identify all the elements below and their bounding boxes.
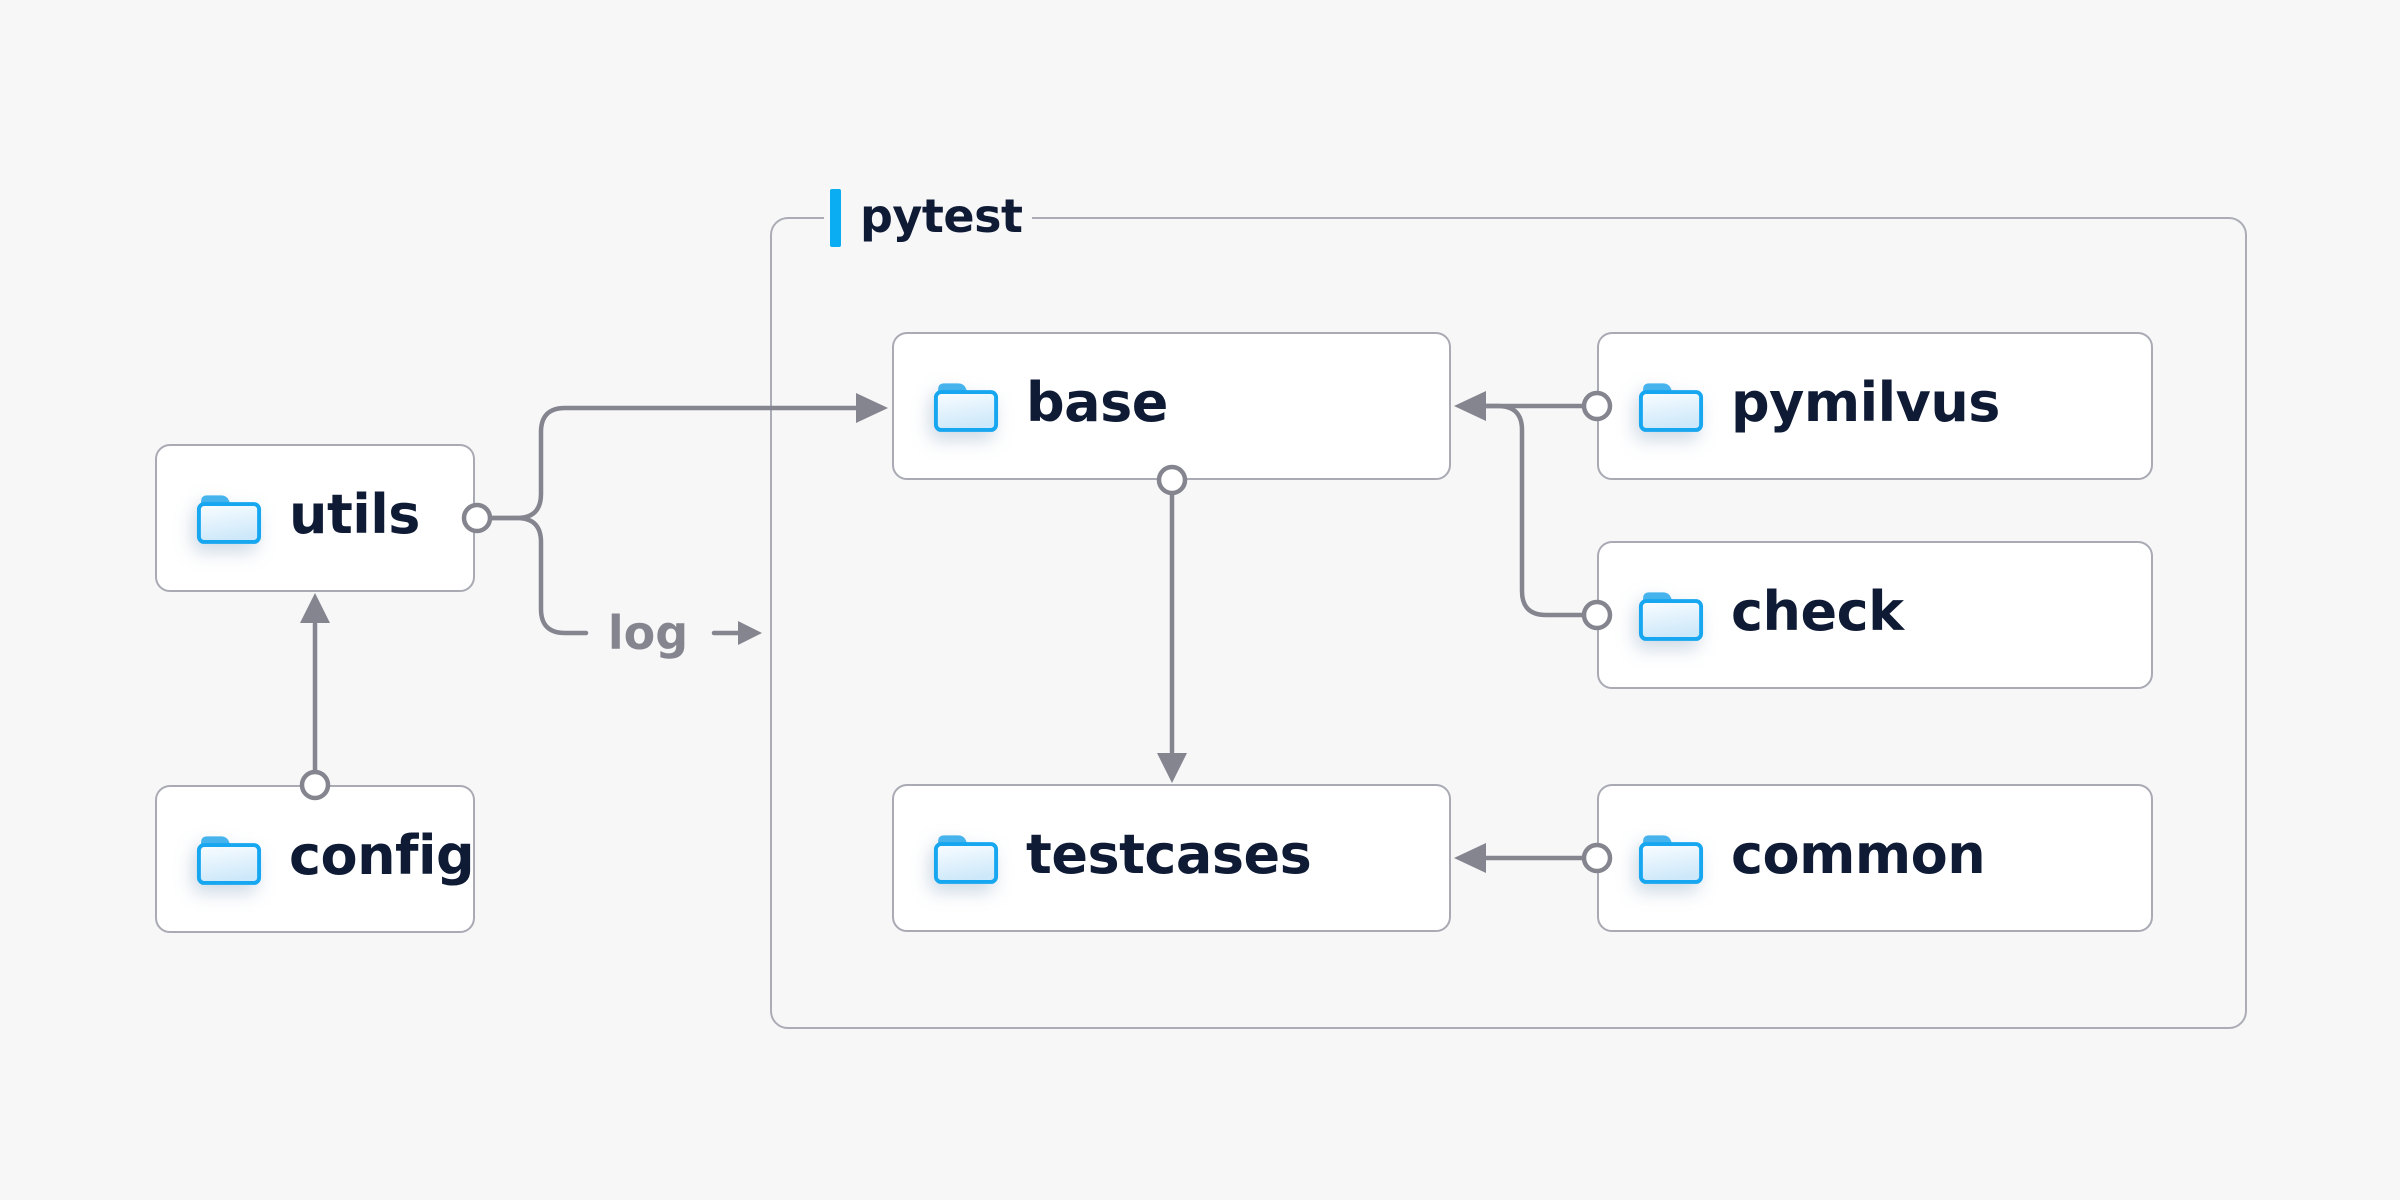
node-pymilvus: pymilvus [1597,332,2153,480]
node-label: base [1026,371,1168,434]
folder-icon [196,836,262,885]
node-base: base [892,332,1451,480]
folder-icon [1638,592,1704,641]
folder-body [1638,390,1704,432]
pytest-group: pytest [770,188,2247,1029]
node-label: utils [289,483,420,546]
edge-label-log: log [607,606,689,660]
accent-bar [830,189,841,247]
folder-body [196,502,262,544]
pytest-group-label: pytest [824,188,1033,248]
folder-icon [1638,383,1704,432]
folder-body [1638,842,1704,884]
folder-body [933,842,999,884]
node-utils: utils [155,444,475,592]
folder-icon [933,835,999,884]
node-common: common [1597,784,2153,932]
folder-icon [1638,835,1704,884]
folder-body [933,390,999,432]
node-label: check [1731,580,1904,643]
folder-icon [196,495,262,544]
node-label: testcases [1026,823,1312,886]
node-testcases: testcases [892,784,1451,932]
edge-utils-log [487,515,589,636]
arrowhead-log [738,621,762,645]
node-label: config [289,824,475,887]
folder-body [196,843,262,885]
pytest-group-label-text: pytest [860,189,1023,243]
node-label: pymilvus [1731,371,2000,434]
arrowhead-config-utils [300,593,330,623]
node-label: common [1731,823,1986,886]
folder-body [1638,599,1704,641]
node-config: config [155,785,475,933]
folder-icon [933,383,999,432]
node-check: check [1597,541,2153,689]
